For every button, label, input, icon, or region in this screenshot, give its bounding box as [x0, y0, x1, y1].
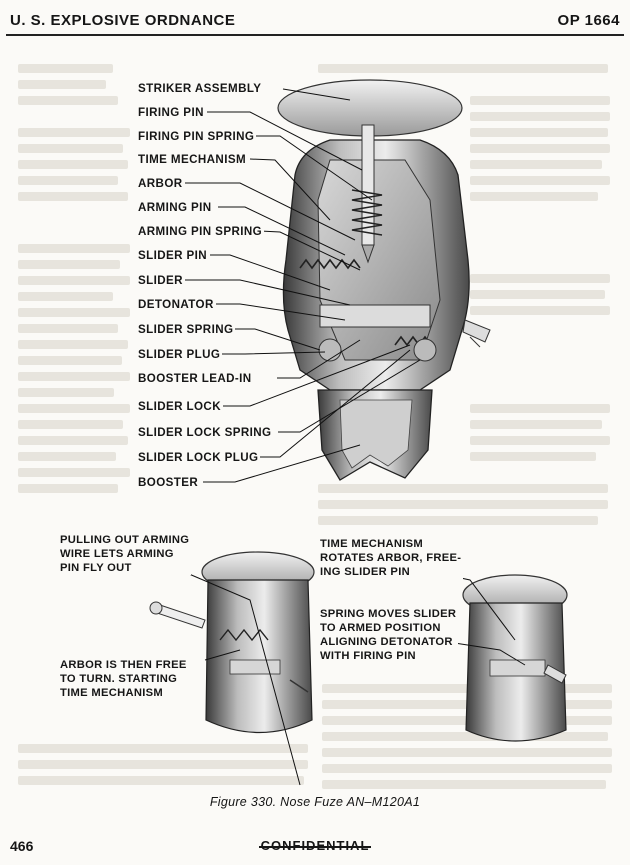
label-arming-pin: ARMING PIN [136, 201, 214, 214]
callout-pulling-out-arming-wire: PULLING OUT ARMING WIRE LETS ARMING PIN … [58, 533, 192, 575]
figure-caption: Figure 330. Nose Fuze AN–M120A1 [209, 795, 421, 809]
label-detonator: DETONATOR [136, 298, 216, 311]
label-slider-plug: SLIDER PLUG [136, 348, 223, 361]
label-firing-pin-spring: FIRING PIN SPRING [136, 130, 257, 143]
label-slider: SLIDER [136, 274, 185, 287]
callout-arbor-free-to-turn: ARBOR IS THEN FREE TO TURN. STARTING TIM… [58, 658, 189, 700]
label-firing-pin: FIRING PIN [136, 106, 206, 119]
label-slider-lock-spring: SLIDER LOCK SPRING [136, 426, 274, 439]
label-slider-pin: SLIDER PIN [136, 249, 210, 262]
callout-spring-moves-slider: SPRING MOVES SLIDER TO ARMED POSITION AL… [318, 607, 459, 663]
callout-time-mechanism-rotates: TIME MECHANISM ROTATES ARBOR, FREE- ING … [318, 537, 464, 579]
label-arbor: ARBOR [136, 177, 185, 190]
label-booster-lead-in: BOOSTER LEAD-IN [136, 372, 254, 385]
label-arming-pin-spring: ARMING PIN SPRING [136, 225, 265, 238]
page-header: U. S. EXPLOSIVE ORDNANCE OP 1664 [6, 6, 624, 34]
label-booster: BOOSTER [136, 476, 201, 489]
label-slider-lock: SLIDER LOCK [136, 400, 223, 413]
header-doc-number: OP 1664 [557, 12, 620, 29]
label-time-mechanism: TIME MECHANISM [136, 153, 249, 166]
header-title: U. S. EXPLOSIVE ORDNANCE [10, 12, 236, 29]
classification-stamp: CONFIDENTIAL [0, 838, 630, 853]
header-rule [6, 34, 624, 36]
label-slider-lock-plug: SLIDER LOCK PLUG [136, 451, 261, 464]
label-striker-assembly: STRIKER ASSEMBLY [136, 82, 264, 95]
page-number: 466 [10, 838, 34, 854]
classification-text: CONFIDENTIAL [260, 838, 370, 853]
label-slider-spring: SLIDER SPRING [136, 323, 236, 336]
